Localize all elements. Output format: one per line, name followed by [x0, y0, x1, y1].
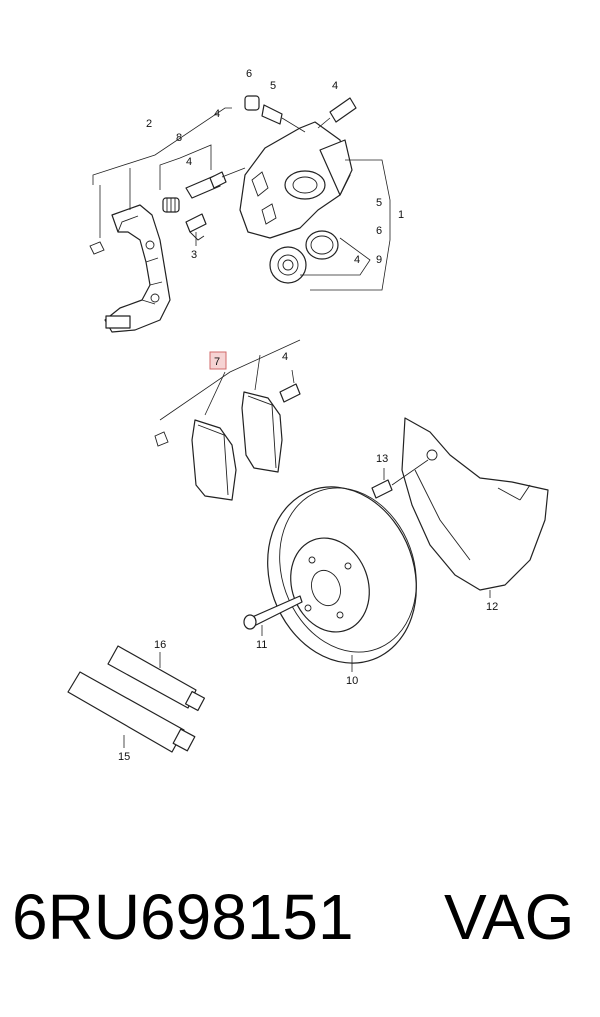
carrier-bolt: [185, 213, 207, 246]
brake-disc: [267, 486, 417, 672]
shield-bolt: [371, 459, 429, 499]
piston-seal-ring: [305, 230, 339, 260]
bleed-screw: [261, 104, 306, 133]
callout-4-b: 4: [214, 108, 220, 120]
callout-bracket-2: [92, 107, 232, 185]
guide-bolt: [185, 167, 246, 199]
disc-screw: [243, 595, 303, 636]
callout-5-top: 5: [270, 80, 276, 92]
callout-1: 1: [398, 209, 404, 221]
callout-bracket-8-4: [159, 144, 212, 190]
part-number-text: 6RU698151: [12, 881, 354, 953]
callout-bracket-9: [300, 237, 371, 276]
caliper-bolt-top: [317, 97, 357, 129]
callout-2: 2: [146, 118, 152, 130]
callout-7-highlight: [209, 351, 227, 370]
bleed-nipple: [244, 95, 260, 111]
callout-bracket-1: [310, 159, 391, 291]
callout-10: 10: [346, 675, 358, 687]
brake-pad-outer: [241, 391, 283, 473]
callout-7: 7: [214, 356, 220, 368]
caliper-carrier-bracket: [104, 204, 171, 333]
callout-15: 15: [118, 751, 130, 763]
callout-4-right: 4: [354, 254, 360, 266]
callout-3: 3: [191, 249, 197, 261]
brake-pad-inner: [191, 419, 237, 501]
pad-bolt: [279, 369, 301, 403]
callout-16: 16: [154, 639, 166, 651]
callout-5-right: 5: [376, 197, 382, 209]
callout-4-c: 4: [186, 156, 192, 168]
callout-12: 12: [486, 601, 498, 613]
callout-8: 8: [176, 132, 182, 144]
callout-6-top: 6: [246, 68, 252, 80]
callout-4-pad: 4: [282, 351, 288, 363]
caption-area: 6RU698151 VAG: [0, 885, 600, 995]
pad-clip: [154, 431, 169, 447]
exploded-parts-diagram: 6 5 4 2 4 8 4 3 5 1 6 4 9 7 4 13 12 11 1…: [67, 68, 549, 763]
brand-text: VAG: [444, 881, 575, 953]
splash-shield: [401, 417, 549, 598]
caliper-housing: [239, 121, 353, 239]
callout-4-top: 4: [332, 80, 338, 92]
callout-9: 9: [376, 254, 382, 266]
callout-13: 13: [376, 453, 388, 465]
grease-tube-16: [107, 645, 206, 712]
clip-small: [89, 185, 105, 255]
callout-6-right: 6: [376, 225, 382, 237]
grease-tube-15: [67, 671, 196, 753]
callout-bracket-7: [159, 339, 301, 421]
callout-11: 11: [256, 639, 267, 651]
guide-pin-sleeve: [162, 197, 180, 213]
dust-boot: [269, 246, 307, 284]
